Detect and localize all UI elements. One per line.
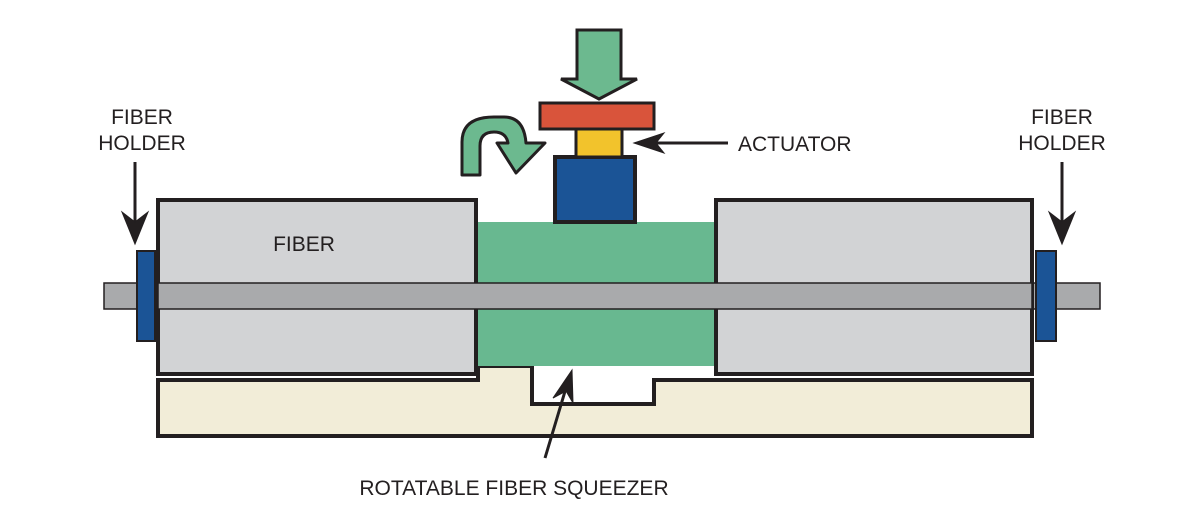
right-holder-pointer: [1047, 162, 1077, 246]
fiber-core: [157, 282, 1033, 310]
left-holder-label-line1: FIBER: [111, 106, 173, 129]
left-holder-pointer: [120, 162, 150, 246]
right-holder-label-line1: FIBER: [1031, 106, 1093, 129]
actuator-label: ACTUATOR: [738, 133, 852, 156]
actuator-red-plate: [538, 101, 656, 131]
actuator-pointer: [632, 131, 728, 155]
squeezer-label: ROTATABLE FIBER SQUEEZER: [359, 477, 668, 500]
squeezer-pointer: [543, 368, 574, 459]
fiber-label: FIBER: [273, 233, 335, 256]
right-fiber-holder: [1035, 250, 1057, 342]
actuator-yellow-block: [574, 127, 624, 159]
press-arrow-icon: [560, 28, 638, 101]
base-plate: [156, 364, 1034, 438]
rotation-arrow-icon: [460, 115, 547, 177]
actuator-blue-block: [553, 155, 637, 224]
left-fiber-holder: [136, 250, 156, 342]
right-holder-label-line2: HOLDER: [1018, 132, 1106, 155]
left-holder-label-line2: HOLDER: [98, 132, 186, 155]
